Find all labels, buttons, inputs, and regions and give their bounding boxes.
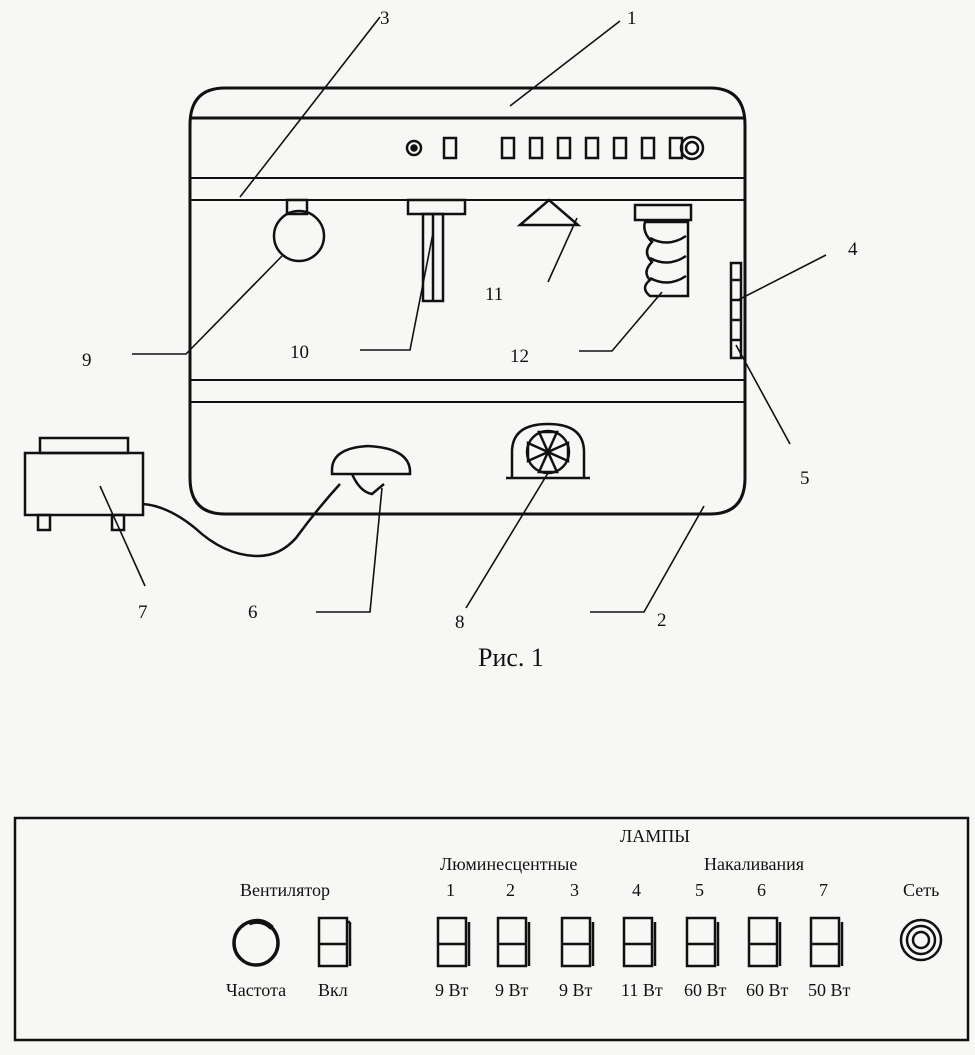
lamp-switch-2[interactable] <box>496 916 531 968</box>
power-supply-unit <box>23 436 341 558</box>
group-incandescent-label: Накаливания <box>704 854 804 874</box>
mains-socket-icon <box>679 135 705 161</box>
callout-8: 8 <box>455 612 465 633</box>
fan-title: Вентилятор <box>240 880 330 900</box>
control-strip <box>405 135 705 161</box>
figure-caption: Рис. 1 <box>478 643 544 672</box>
lamp-number-4: 4 <box>632 880 641 900</box>
lamp-power-1: 9 Вт <box>435 980 469 1000</box>
lamp-switch-3[interactable] <box>560 916 595 968</box>
callout-11: 11 <box>485 284 503 305</box>
callout-5: 5 <box>800 468 810 489</box>
control-switch-6 <box>640 136 656 160</box>
callout-4: 4 <box>848 239 858 260</box>
callout-7: 7 <box>138 602 148 623</box>
lamp-power-4: 11 Вт <box>621 980 663 1000</box>
cabinet-outline <box>188 86 747 516</box>
lamp-power-7: 50 Вт <box>808 980 851 1000</box>
lamp-switches: 1 9 Вт 2 9 Вт 3 9 Вт 4 11 Вт 5 60 Вт 6 60 Вт 7 50 Вт <box>435 880 851 1000</box>
lamp-switch-4[interactable] <box>622 916 657 968</box>
lamp-switch-7[interactable] <box>809 916 844 968</box>
power-cable <box>142 483 341 558</box>
mains-label: Сеть <box>903 880 939 900</box>
callout-12: 12 <box>510 346 529 367</box>
callout-labels: 1 3 4 11 9 10 12 5 7 6 8 2 <box>82 8 858 633</box>
group-fluorescent-label: Люминесцентные <box>440 854 577 874</box>
callout-9: 9 <box>82 350 92 371</box>
side-indicator <box>729 261 743 360</box>
lamps-title: ЛАМПЫ <box>620 826 690 846</box>
control-switch-1 <box>500 136 516 160</box>
callout-6: 6 <box>248 602 258 623</box>
lamp-power-2: 9 Вт <box>495 980 529 1000</box>
lamp-number-5: 5 <box>695 880 704 900</box>
spiral-lamp-mount <box>633 203 693 222</box>
control-switch-0 <box>442 136 458 160</box>
lamp-number-2: 2 <box>506 880 515 900</box>
callout-1: 1 <box>627 8 637 29</box>
cone-lamp-icon <box>516 198 582 227</box>
callout-2: 2 <box>657 610 667 631</box>
control-switch-4 <box>584 136 600 160</box>
fan-knob-label: Частота <box>226 980 286 1000</box>
leader-lines <box>99 16 827 613</box>
fan-switch-label: Вкл <box>318 980 348 1000</box>
fan-frequency-knob[interactable] <box>232 918 280 967</box>
lamp-number-7: 7 <box>819 880 828 900</box>
sensor-icon <box>330 444 412 496</box>
control-switch-2 <box>528 136 544 160</box>
callout-3: 3 <box>380 8 390 29</box>
lamp-number-6: 6 <box>757 880 766 900</box>
lamp-fixtures <box>272 198 693 303</box>
lamp-power-6: 60 Вт <box>746 980 789 1000</box>
control-switch-5 <box>612 136 628 160</box>
lamp-power-5: 60 Вт <box>684 980 727 1000</box>
control-switch-3 <box>556 136 572 160</box>
indicator-light-left <box>405 139 423 157</box>
round-lamp-icon <box>272 209 326 263</box>
control-panel <box>13 816 970 1042</box>
lamp-number-1: 1 <box>446 880 455 900</box>
mains-socket[interactable] <box>899 918 943 962</box>
lamp-switch-6[interactable] <box>747 916 782 968</box>
cabinet <box>188 86 747 516</box>
lamp-switch-5[interactable] <box>685 916 720 968</box>
lamp-switch-1[interactable] <box>436 916 471 968</box>
spiral-lamp-icon <box>643 220 690 298</box>
callout-10: 10 <box>290 342 309 363</box>
lamp-number-3: 3 <box>570 880 579 900</box>
lamp-power-3: 9 Вт <box>559 980 593 1000</box>
fan-on-switch[interactable] <box>317 916 352 968</box>
